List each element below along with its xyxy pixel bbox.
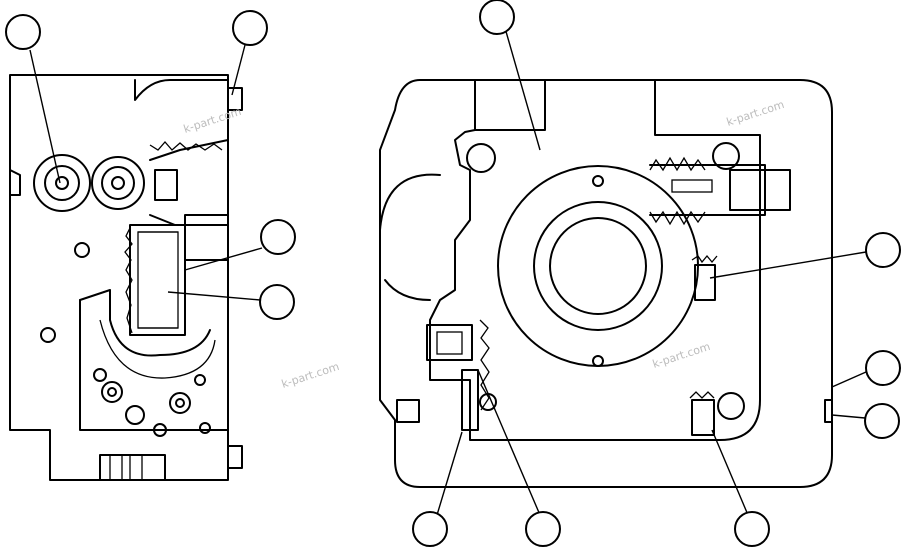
callout-right-mid xyxy=(865,232,901,268)
watermark-2: k-part.com xyxy=(725,98,786,129)
callout-left-top-1 xyxy=(5,14,41,50)
callout-bottom-2 xyxy=(525,511,561,547)
callout-left-mid-2 xyxy=(259,284,295,320)
callouts xyxy=(5,0,901,547)
callout-right-top xyxy=(479,0,515,35)
callout-right-edge-1 xyxy=(865,350,901,386)
callout-bottom-3 xyxy=(734,511,770,547)
callout-left-mid-1 xyxy=(260,219,296,255)
leader-lines xyxy=(29,27,867,516)
right-housing-view xyxy=(379,79,833,488)
left-housing-view xyxy=(9,74,243,481)
watermark-1: k-part.com xyxy=(182,105,243,136)
callout-left-top-2 xyxy=(232,10,268,46)
callout-bottom-1 xyxy=(412,511,448,547)
callout-right-edge-2 xyxy=(864,403,900,439)
watermark-3: k-part.com xyxy=(280,360,341,391)
